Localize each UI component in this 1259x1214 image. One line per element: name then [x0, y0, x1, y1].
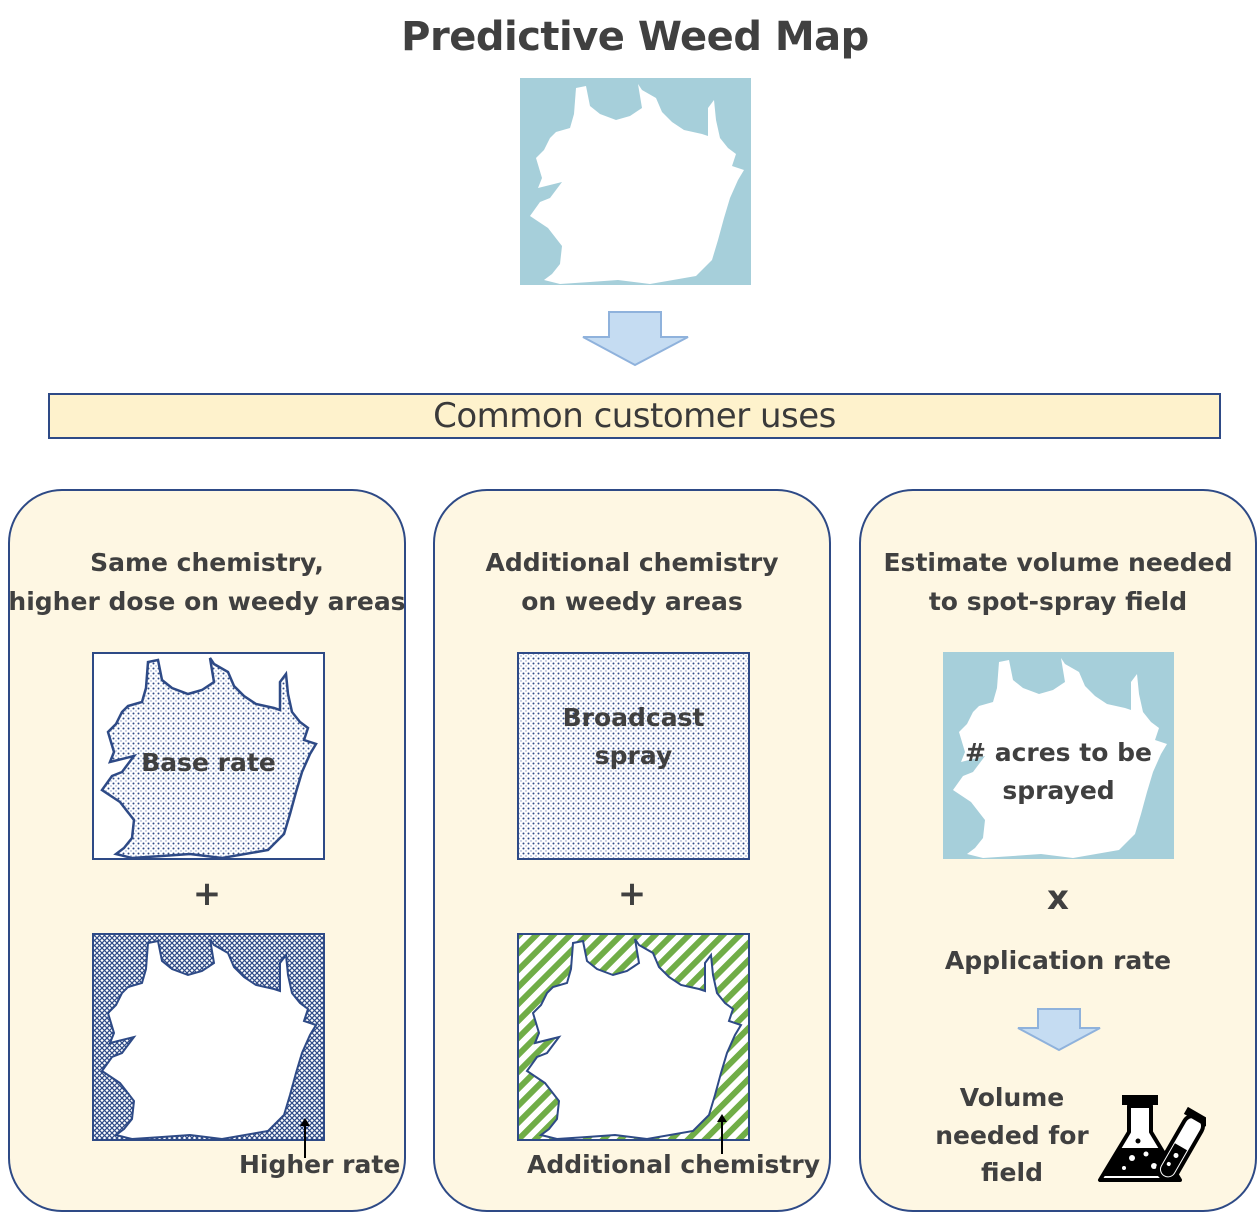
- volume-label-line-1: Volume: [959, 1083, 1065, 1112]
- panel-1-heading-line-1: Same chemistry,: [90, 548, 324, 577]
- page-title: Predictive Weed Map: [401, 14, 869, 60]
- down-arrow-icon: [1016, 1008, 1102, 1052]
- volume-label-line-3: field: [981, 1158, 1043, 1187]
- plus-operator: +: [192, 874, 222, 914]
- higher-rate-pointer-arrow: [300, 1118, 310, 1158]
- panel-3-heading-line-1: Estimate volume needed: [883, 548, 1233, 577]
- additional-chemistry-map: [517, 933, 750, 1141]
- additional-chemistry-pointer-arrow: [717, 1114, 727, 1154]
- base-rate-map: [92, 652, 325, 860]
- panel-2-heading-line-1: Additional chemistry: [485, 548, 779, 577]
- plus-operator: +: [617, 874, 647, 914]
- base-rate-label: Base rate: [141, 748, 276, 777]
- application-rate-label: Application rate: [944, 946, 1172, 975]
- broadcast-label-line-2: spray: [594, 741, 673, 770]
- volume-label-line-2: needed for: [935, 1121, 1089, 1150]
- spot-spray-acres-map: [943, 652, 1174, 859]
- higher-rate-map: [92, 933, 325, 1141]
- flask-and-test-tube-icon: [1096, 1092, 1206, 1202]
- acres-label-line-1: # acres to be: [965, 738, 1152, 767]
- common-uses-banner: Common customer uses: [48, 393, 1221, 439]
- panel-1-heading-line-2: higher dose on weedy areas: [8, 587, 406, 616]
- multiply-operator: x: [1047, 878, 1069, 918]
- additional-chemistry-label: Additional chemistry: [527, 1150, 820, 1179]
- acres-label-line-2: sprayed: [1002, 776, 1115, 805]
- broadcast-label-line-1: Broadcast: [562, 703, 705, 732]
- panel-3-heading-line-2: to spot-spray field: [928, 587, 1188, 616]
- panel-2-heading-line-2: on weedy areas: [521, 587, 743, 616]
- predictive-weed-map-image: [520, 78, 751, 285]
- higher-rate-label: Higher rate: [239, 1150, 401, 1179]
- down-arrow-icon: [582, 311, 690, 367]
- broadcast-spray-map: [517, 652, 750, 860]
